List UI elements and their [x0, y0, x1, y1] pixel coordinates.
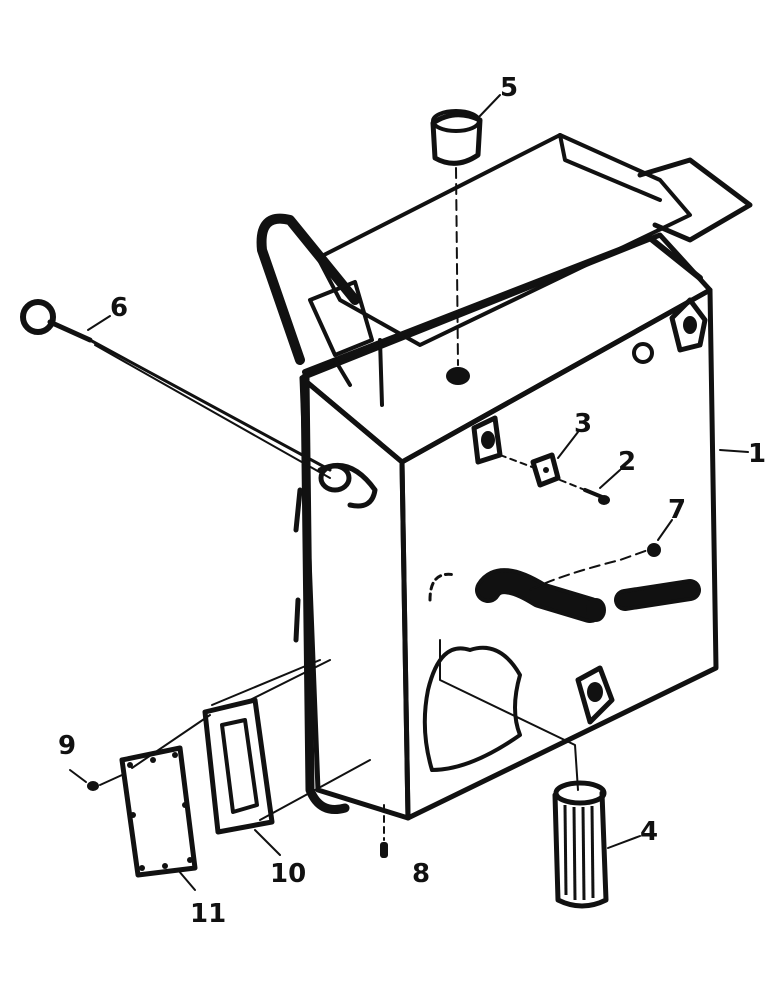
callout-3: 3 [574, 409, 592, 439]
callout-9: 9 [58, 731, 76, 761]
callout-11: 11 [190, 899, 226, 929]
callout-1: 1 [748, 439, 766, 469]
cover-gasket [202, 659, 321, 835]
drain-plug [529, 543, 661, 591]
filter-element [439, 639, 609, 909]
callout-2: 2 [618, 447, 636, 477]
callout-10: 10 [270, 859, 306, 889]
reservoir-housing [293, 232, 719, 821]
assembly-leader-lines [249, 659, 371, 821]
filler-cap [430, 109, 483, 366]
screw-and-washer [499, 452, 610, 505]
cutaway-window [422, 572, 522, 772]
callout-4: 4 [640, 817, 658, 847]
callout-5: 5 [500, 73, 518, 103]
callout-leaders [69, 94, 749, 891]
return-tubes [475, 568, 701, 623]
drain-bolt [380, 804, 388, 858]
perforated-top-grille [316, 133, 753, 347]
cover-plate [87, 714, 211, 878]
callout-7: 7 [668, 495, 686, 525]
lift-handle [256, 213, 374, 365]
callout-8: 8 [412, 859, 430, 889]
callout-6: 6 [110, 293, 128, 323]
dipstick [20, 299, 378, 509]
